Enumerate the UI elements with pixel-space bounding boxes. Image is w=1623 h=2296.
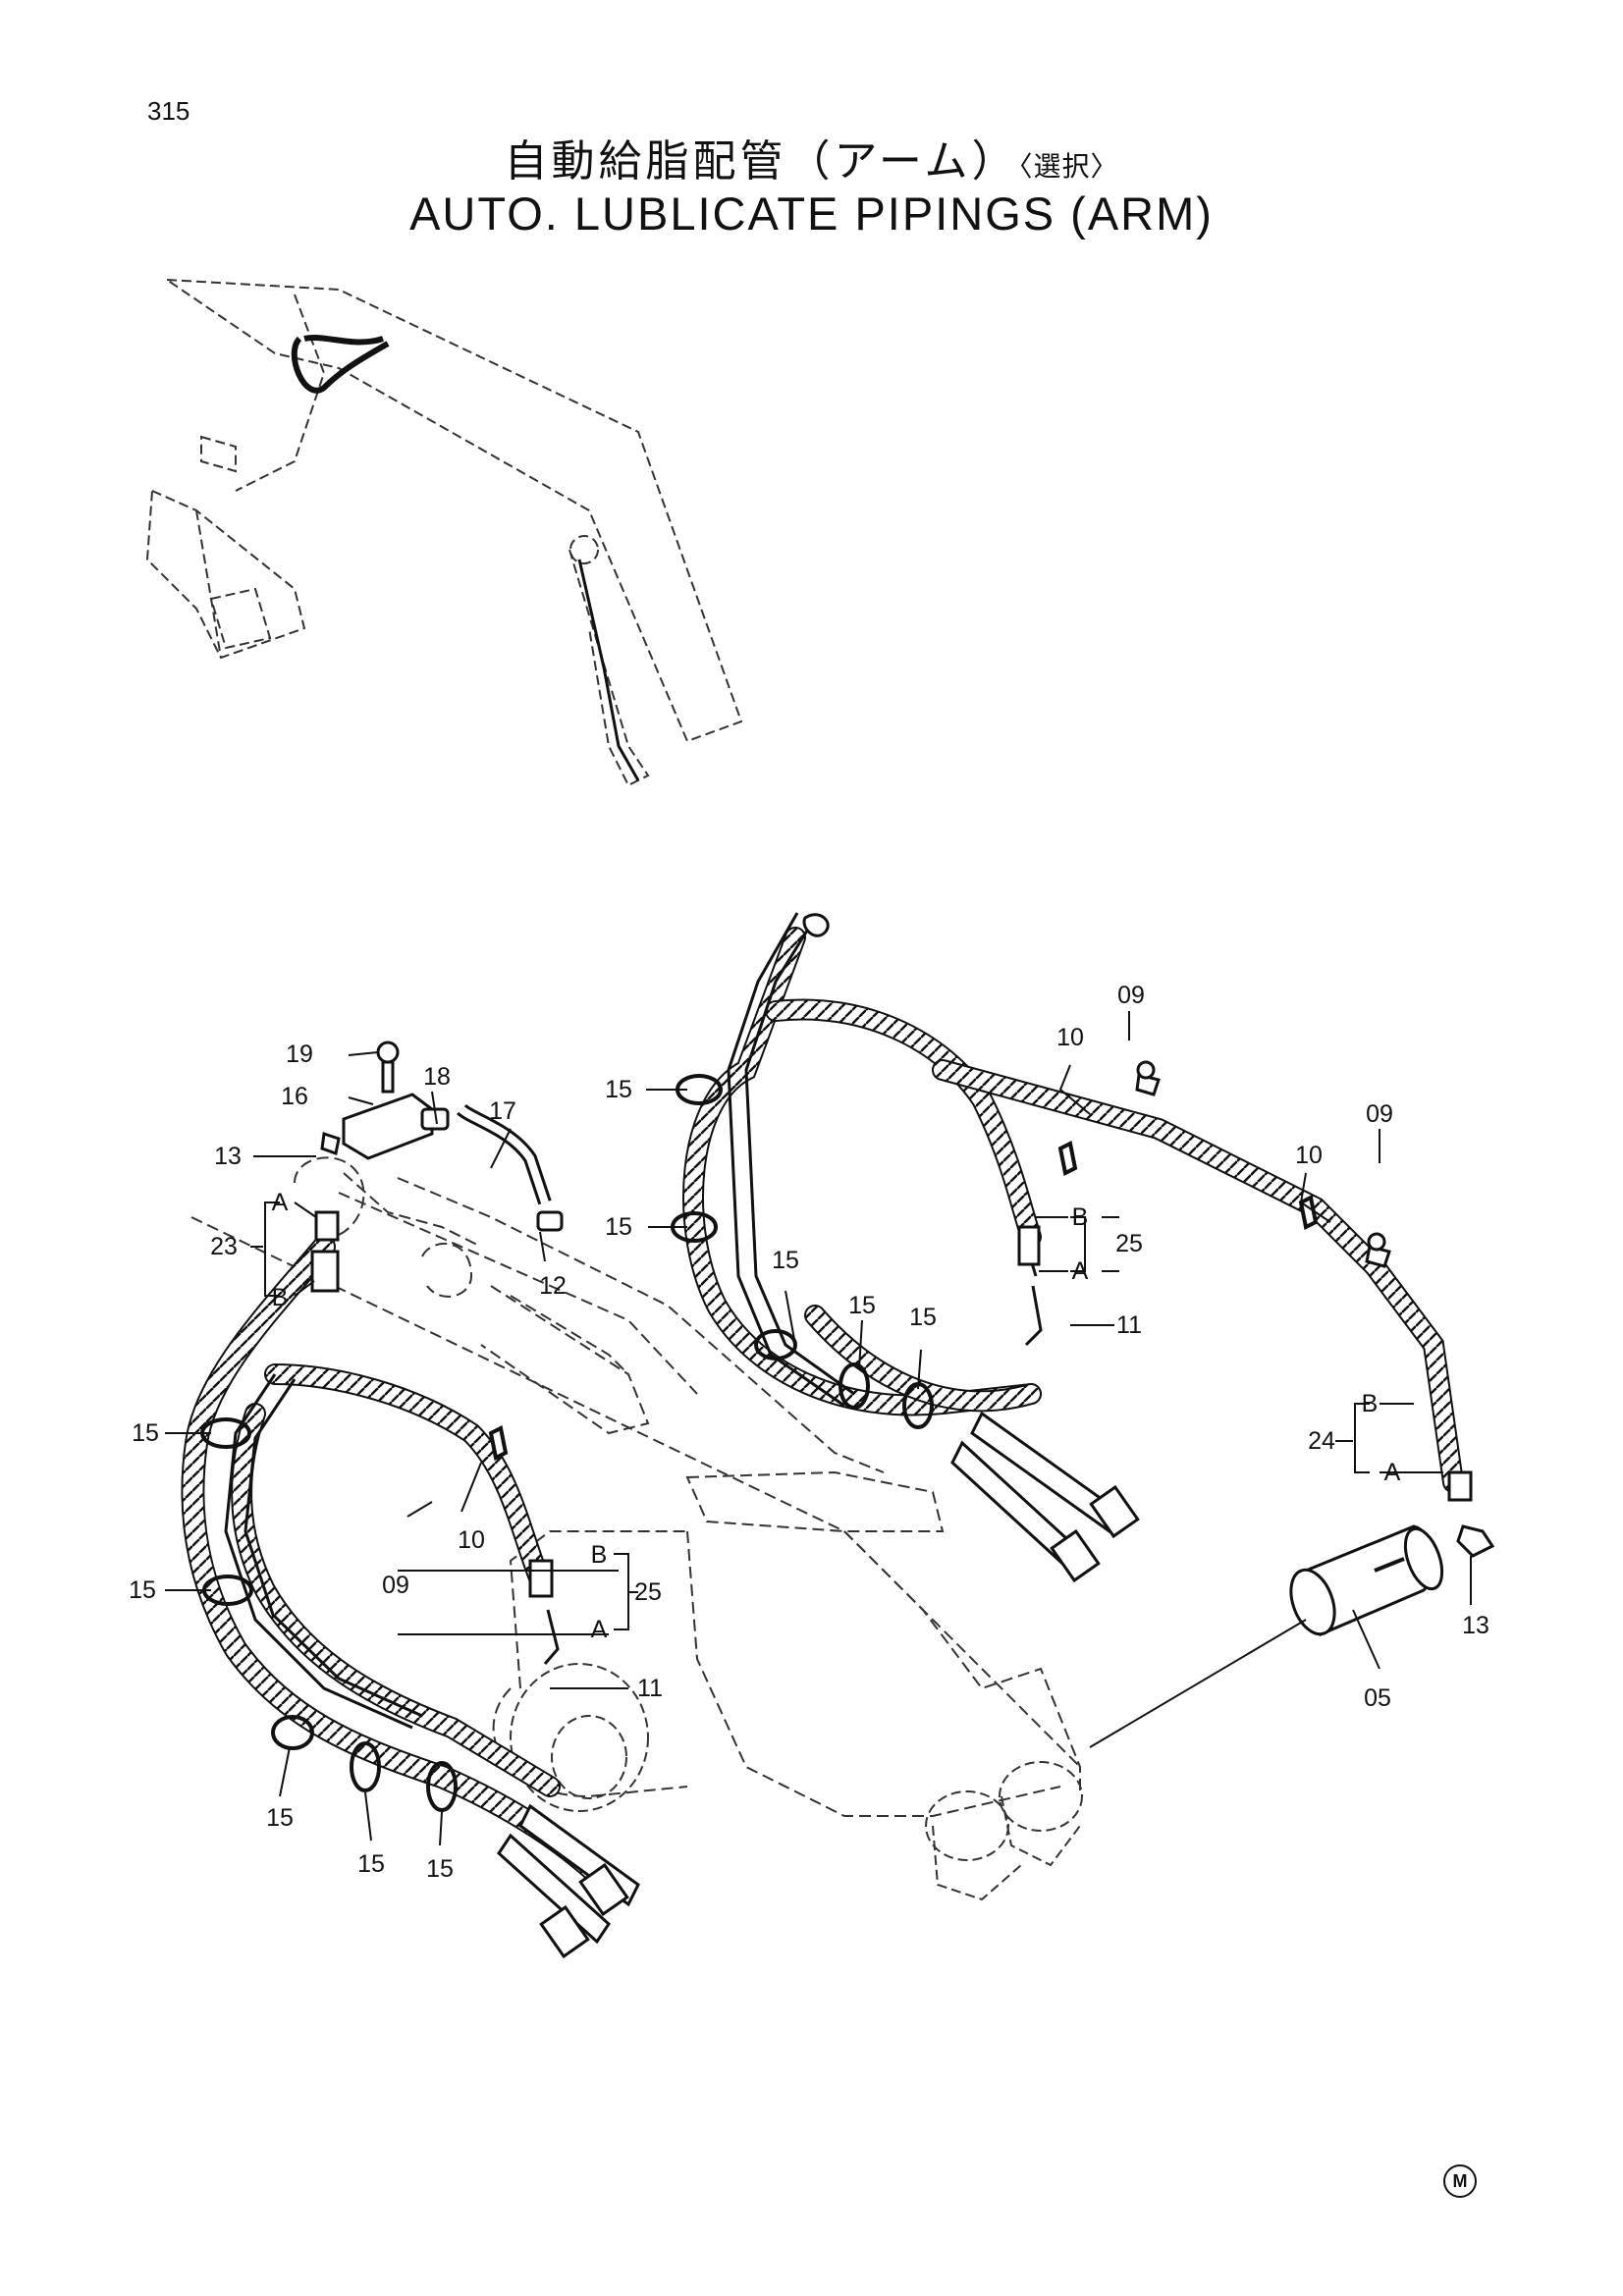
callout-letter-b: B (1072, 1203, 1089, 1231)
maker-mark: M (1443, 2164, 1477, 2198)
callout-12: 12 (539, 1272, 567, 1300)
callout-15: 15 (132, 1419, 159, 1447)
left-hose-ends (310, 1210, 640, 1959)
title-english: AUTO. LUBLICATE PIPINGS (ARM) (409, 187, 1214, 240)
title-japanese: 自動給脂配管（アーム）〈選択〉 (0, 126, 1623, 188)
callout-25: 25 (1115, 1230, 1143, 1257)
right-fittings (1135, 1060, 1495, 1558)
callout-15: 15 (426, 1855, 454, 1883)
callout-letter-a: A (591, 1616, 608, 1643)
callout-24: 24 (1308, 1427, 1335, 1455)
right-hose-inner-tube (727, 912, 855, 1408)
callout-05: 05 (1364, 1684, 1391, 1712)
callout-15: 15 (129, 1576, 156, 1604)
callout-15: 15 (357, 1850, 385, 1878)
right-hose-clamps (671, 1074, 1319, 1429)
callout-letter-b: B (272, 1284, 289, 1311)
callout-15: 15 (909, 1304, 937, 1331)
manifold-parts (320, 1041, 564, 1232)
callout-letter-a: A (1384, 1459, 1401, 1486)
callout-letter-a: A (1072, 1257, 1089, 1285)
callout-25: 25 (634, 1578, 662, 1606)
callout-09: 09 (1366, 1100, 1393, 1128)
callout-16: 16 (281, 1083, 308, 1110)
callout-15: 15 (772, 1247, 799, 1274)
title-japanese-main: 自動給脂配管（アーム） (504, 136, 1019, 187)
leader-lines (165, 1011, 1472, 1846)
right-hose-ends (950, 1225, 1140, 1583)
callout-letter-b: B (1362, 1390, 1379, 1417)
callout-labels: 09 10 09 10 15 15 15 15 15 B A 25 11 B A… (129, 982, 1489, 1883)
page-number: 315 (147, 96, 190, 126)
callout-10: 10 (1056, 1024, 1084, 1051)
callout-23: 23 (210, 1233, 238, 1260)
callout-15: 15 (266, 1804, 294, 1832)
callout-09: 09 (382, 1572, 409, 1599)
arm-pin-bosses (510, 1663, 1083, 1901)
callout-17: 17 (489, 1097, 516, 1125)
overview-lube-hose-lower (577, 559, 640, 781)
pin-05 (1289, 1524, 1444, 1637)
callout-letter-a: A (272, 1189, 289, 1216)
callout-10: 10 (1295, 1142, 1323, 1169)
callout-11: 11 (1116, 1311, 1142, 1339)
callout-15: 15 (848, 1292, 876, 1319)
callout-13: 13 (1462, 1612, 1489, 1639)
callout-19: 19 (286, 1041, 313, 1068)
callout-letter-b: B (591, 1541, 608, 1569)
overview-arm-illustration (145, 278, 743, 787)
callout-15: 15 (605, 1213, 632, 1241)
title-japanese-suffix: 〈選択〉 (1018, 150, 1119, 183)
callout-13: 13 (214, 1143, 242, 1170)
callout-18: 18 (423, 1063, 451, 1091)
callout-11: 11 (637, 1675, 663, 1702)
callout-10: 10 (458, 1526, 485, 1554)
callout-09: 09 (1117, 982, 1145, 1009)
overview-lube-hose (291, 335, 390, 394)
left-hose-clamps (200, 1417, 509, 1812)
group-brackets (614, 1216, 1119, 1630)
callout-15: 15 (605, 1076, 632, 1103)
